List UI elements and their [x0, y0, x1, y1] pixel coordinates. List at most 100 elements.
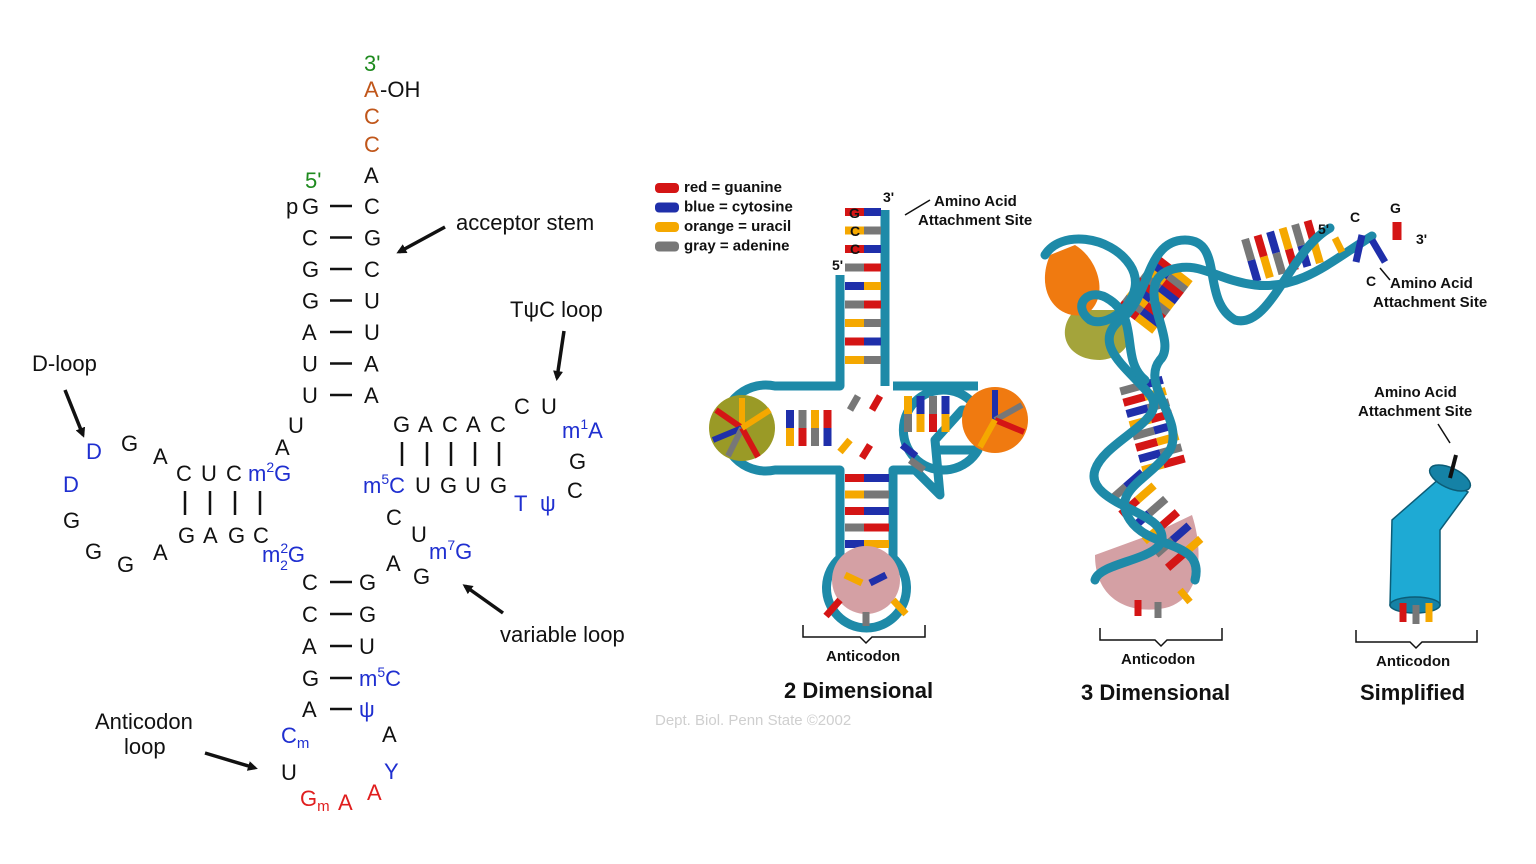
3d-rung-12-b — [1266, 230, 1281, 254]
3d-loop-orange — [1044, 245, 1100, 316]
m7g: m7G — [429, 537, 472, 564]
3d-rung-1-b — [1170, 267, 1193, 288]
acceptor-right-5: U — [364, 320, 380, 345]
ac-left-1: C — [302, 570, 318, 595]
3d-rung-23-b — [1162, 454, 1186, 469]
m5c-t-sup: 5 — [381, 471, 389, 487]
m2g-top-m: m — [248, 461, 266, 486]
cm-c: C — [281, 723, 297, 748]
m7g-g: G — [455, 539, 472, 564]
acceptor-left-7: U — [302, 383, 318, 408]
acceptor-left-3: G — [302, 257, 319, 282]
2d-anticodon-brace — [802, 625, 926, 645]
2d-anticodon-loop-bases — [823, 571, 909, 626]
discriminator-a: A — [364, 163, 379, 188]
m1a-a: A — [588, 418, 603, 443]
m5c-t-c: C — [389, 473, 405, 498]
acceptor-stem-arrow — [396, 225, 446, 254]
t-arm-bottom-3: U — [465, 473, 481, 498]
3d-rung-10-b — [1241, 237, 1256, 262]
cca-a: A — [364, 77, 379, 102]
3d-end-5: 5' — [1318, 221, 1329, 237]
3d-acc-c2 — [1368, 238, 1389, 264]
acceptor-left-5: A — [302, 320, 317, 345]
end-5-label: 5' — [305, 168, 321, 193]
ac-loop-a1: A — [338, 790, 353, 815]
variable-loop-arrow — [462, 584, 505, 615]
3d-rung-11-a — [1259, 255, 1274, 279]
m5c-t: m5C — [363, 471, 405, 498]
ac2d-spoke-1 — [843, 571, 864, 587]
3d-g: G — [1390, 200, 1401, 216]
ac-loop-a-right: A — [382, 722, 397, 747]
ac2d-base-g — [823, 597, 843, 619]
m7g-sup: 7 — [447, 537, 455, 553]
3d-end-3: 3' — [1416, 231, 1427, 247]
variable-loop-label: variable loop — [500, 622, 625, 647]
2d-anticodon-loop-fill — [832, 546, 900, 614]
simple-anticodon-brace — [1355, 630, 1478, 650]
2d-t-arm-bases — [904, 396, 950, 432]
3d-base-pairs — [1106, 219, 1324, 571]
t-loop-u: U — [541, 394, 557, 419]
3d-strand-a — [1089, 223, 1335, 585]
ac-left-4: G — [302, 666, 319, 691]
d-loop-d2: D — [63, 472, 79, 497]
3d-strand-b — [1120, 231, 1377, 585]
d-spoke-3 — [711, 425, 744, 443]
acceptor-left-1: G — [302, 194, 319, 219]
d-spoke-2 — [714, 407, 744, 431]
3d-rung-2-b — [1165, 273, 1189, 294]
d-spoke-5 — [739, 426, 761, 459]
m1a-sup: 1 — [580, 416, 588, 432]
3d-rung-27-b — [1158, 509, 1181, 530]
psi-ac: ψ — [359, 697, 375, 722]
core-base-5 — [899, 442, 919, 459]
d-arm-bottom-3: G — [228, 523, 245, 548]
d-loop-a2: A — [153, 540, 168, 565]
m5c-t-m: m — [363, 473, 381, 498]
3d-ac-u — [1177, 587, 1193, 605]
simple-cylinder-body — [1389, 477, 1470, 606]
acceptor-right-6: A — [364, 352, 379, 377]
3d-rung-28-b — [1169, 522, 1192, 544]
3d-rung-12-a — [1272, 251, 1287, 276]
m5c-ac-sup: 5 — [377, 664, 385, 680]
3d-rung-11-b — [1253, 234, 1268, 258]
core-base-4 — [859, 443, 873, 460]
d-arm-top-2: U — [201, 461, 217, 486]
m22g-sup: 2 — [280, 540, 288, 556]
3d-site-leader — [1379, 267, 1391, 281]
acceptor-left-2: C — [302, 226, 318, 251]
d-loop-g1: G — [121, 431, 138, 456]
ac2d-base-u — [890, 597, 909, 617]
2d-d-arm-bases — [786, 410, 832, 446]
t-spoke-2 — [993, 402, 1024, 423]
2d-acceptor-stem-bases — [845, 208, 881, 364]
legend-swatch-1 — [655, 183, 679, 193]
2d-d-loop-spokes — [711, 398, 772, 459]
m1a: m1A — [562, 416, 603, 443]
d-arm-bottom-2: A — [203, 523, 218, 548]
ac-right-2: G — [359, 602, 376, 627]
var-loop-u: U — [411, 522, 427, 547]
3d-acc-a — [1331, 236, 1346, 254]
simple-attachment-stick — [1448, 454, 1458, 479]
d-spoke-4 — [725, 426, 745, 458]
2d-site-line1: Amino Acid — [934, 193, 1017, 210]
ac-loop-u: U — [281, 760, 297, 785]
anticodon-loop-arrow — [204, 751, 258, 771]
3d-rung-3-b — [1161, 279, 1184, 300]
ac-right-1: G — [359, 570, 376, 595]
var-loop-c: C — [386, 505, 402, 530]
cm-sub: m — [297, 735, 310, 752]
d-arm-top-3: C — [226, 461, 242, 486]
3d-rung-22-a — [1138, 449, 1162, 463]
acceptor-right-3: C — [364, 257, 380, 282]
2d-site-line2: Attachment Site — [918, 212, 1032, 229]
legend-label-3: orange = uracil — [684, 218, 791, 235]
